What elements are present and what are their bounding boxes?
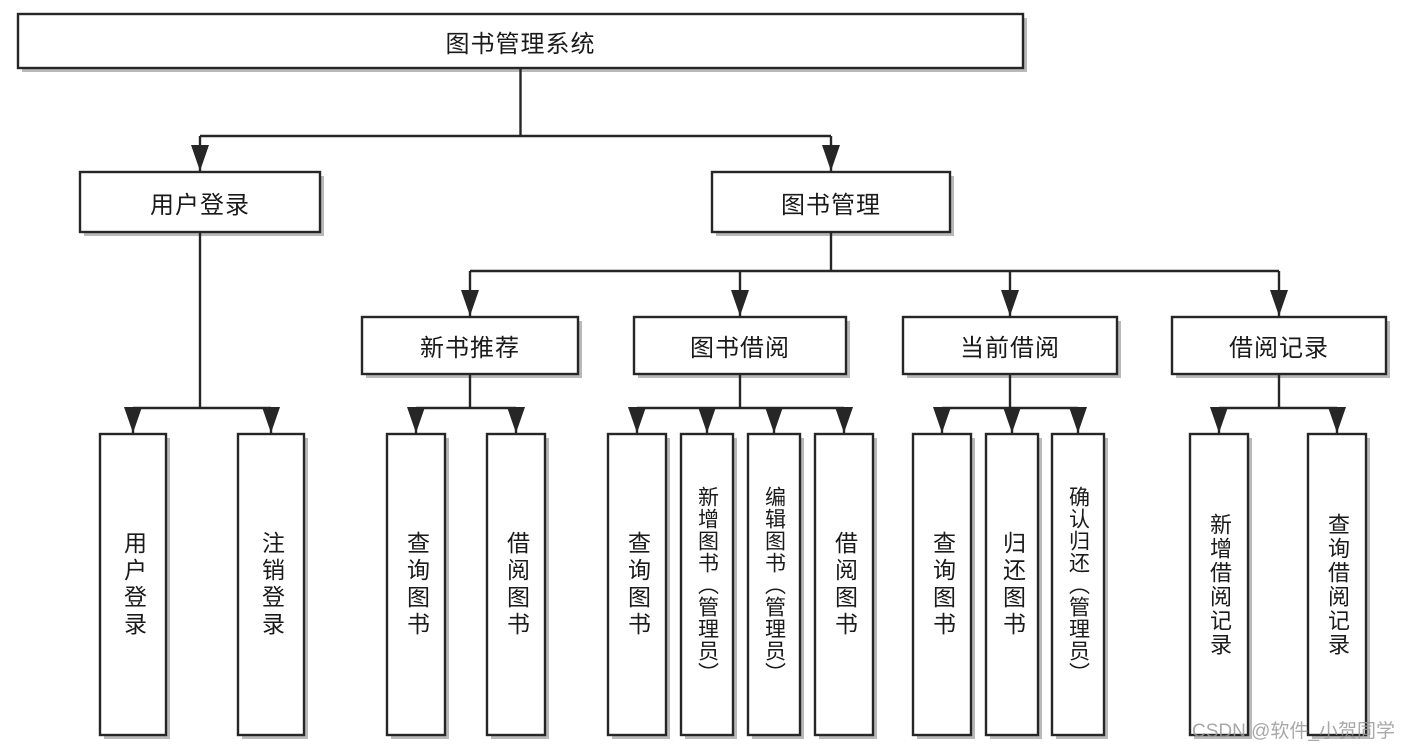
arrow-head-icon: [1210, 407, 1228, 433]
leaf-node-box-2[interactable]: [385, 432, 447, 737]
level3-node-box-2[interactable]: [901, 315, 1119, 376]
root-node-box[interactable]: [16, 12, 1025, 70]
arrow-head-icon: [628, 407, 646, 433]
leaf-node-box-1[interactable]: [236, 432, 306, 737]
arrow-head-icon: [731, 290, 749, 316]
arrow-head-icon: [698, 407, 716, 433]
arrow-head-icon: [1328, 407, 1346, 433]
leaf-node-box-8[interactable]: [911, 432, 973, 737]
node-box-layer: [16, 12, 1388, 737]
leaf-node-box-3[interactable]: [485, 432, 547, 737]
level2-node-box-1[interactable]: [710, 170, 952, 234]
leaf-node-box-9[interactable]: [984, 432, 1040, 737]
leaf-node-box-6[interactable]: [746, 432, 802, 737]
level2-node-box-0[interactable]: [78, 170, 322, 234]
arrow-head-icon: [461, 290, 479, 316]
arrow-head-icon: [765, 407, 783, 433]
leaf-node-box-11[interactable]: [1188, 432, 1250, 737]
leaf-node-box-0[interactable]: [98, 432, 168, 737]
level3-node-box-3[interactable]: [1170, 315, 1388, 376]
leaf-node-box-4[interactable]: [606, 432, 668, 737]
arrow-head-icon: [124, 407, 142, 433]
arrow-head-icon: [822, 145, 840, 171]
arrow-head-icon: [262, 407, 280, 433]
arrow-head-icon: [1001, 290, 1019, 316]
arrow-head-icon: [1003, 407, 1021, 433]
arrow-head-icon: [1270, 290, 1288, 316]
connector-layer: [124, 68, 1346, 433]
level3-node-box-0[interactable]: [360, 315, 580, 376]
arrow-head-icon: [1069, 407, 1087, 433]
arrow-head-icon: [835, 407, 853, 433]
arrow-head-icon: [507, 407, 525, 433]
arrow-head-icon: [191, 145, 209, 171]
leaf-node-box-5[interactable]: [679, 432, 735, 737]
level3-node-box-1[interactable]: [632, 315, 848, 376]
leaf-node-box-10[interactable]: [1050, 432, 1106, 737]
arrow-head-icon: [933, 407, 951, 433]
leaf-node-box-7[interactable]: [813, 432, 875, 737]
leaf-node-box-12[interactable]: [1306, 432, 1368, 737]
arrow-head-icon: [407, 407, 425, 433]
